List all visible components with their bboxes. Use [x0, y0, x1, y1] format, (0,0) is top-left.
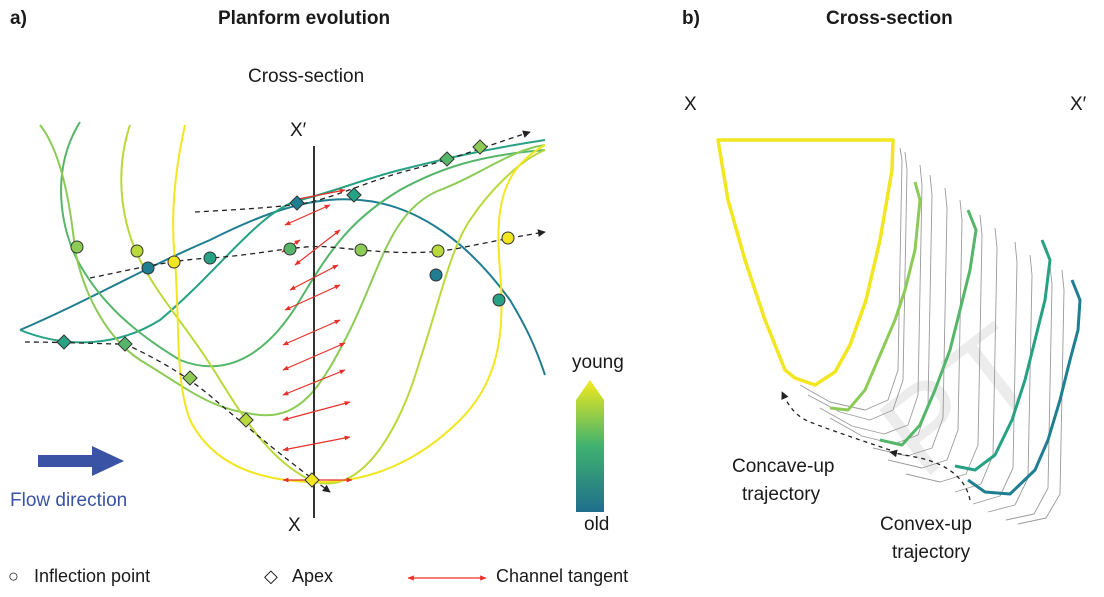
apex-point	[117, 336, 133, 352]
apex-points	[56, 139, 488, 488]
inflection-point	[130, 244, 144, 258]
inflection-point	[167, 255, 181, 269]
concave-up-trajectory	[781, 391, 891, 451]
legend-apex-label: Apex	[292, 566, 334, 586]
inflection-point	[431, 244, 445, 258]
channel-tangents	[281, 188, 353, 483]
x-prime-marker: X′	[290, 120, 307, 141]
concave-label-line2: trajectory	[742, 484, 821, 505]
centerline-light-green	[39, 124, 546, 417]
centerline-oldest	[19, 198, 546, 376]
inflection-point	[70, 240, 84, 254]
cross-section-label: Cross-section	[248, 66, 365, 87]
apex-point	[472, 139, 488, 155]
apex-point	[182, 370, 198, 386]
apex-point	[346, 187, 362, 203]
apex-point	[238, 412, 254, 428]
profile-light-green	[829, 181, 922, 412]
inflection-point	[501, 231, 515, 245]
profile-teal	[954, 239, 1052, 472]
convex-label-line2: trajectory	[892, 542, 971, 563]
profile-green	[879, 209, 978, 447]
convex-label-line1: Convex-up	[880, 514, 972, 535]
legend-inflection-label: Inflection point	[34, 566, 151, 586]
flow-direction-arrow	[38, 446, 124, 476]
upper-apex-trajectory	[194, 130, 531, 213]
trajectory-lines	[24, 130, 546, 493]
panel-b-x-prime-marker: X′	[1070, 94, 1087, 115]
profile-youngest	[716, 138, 895, 387]
intermediate-profiles	[799, 147, 1065, 525]
centerline-teal	[19, 139, 546, 344]
concave-label-line1: Concave-up	[732, 456, 835, 477]
inflection-point	[429, 268, 443, 282]
inflection-point	[492, 293, 506, 307]
apex-point	[304, 472, 320, 488]
panel-b-label: b)	[682, 8, 700, 29]
convex-up-trajectory	[889, 449, 971, 501]
panel-b-title: Cross-section	[826, 8, 953, 29]
cross-section-trajectories	[781, 391, 971, 501]
time-colorbar	[576, 380, 604, 512]
legend-apex-symbol: ◇	[264, 566, 278, 586]
panel-b-x-marker: X	[684, 94, 697, 115]
inflection-point	[141, 261, 155, 275]
legend-inflection-symbol: ○	[8, 566, 19, 586]
panel-a-label: a)	[10, 8, 27, 29]
inflection-point	[354, 243, 368, 257]
apex-point	[439, 151, 455, 167]
inflection-point	[203, 251, 217, 265]
colorbar-old-label: old	[584, 514, 610, 535]
panel-a-title: Planform evolution	[218, 8, 391, 29]
apex-point	[56, 334, 72, 350]
legend-tangent-label: Channel tangent	[496, 566, 629, 586]
inflection-points	[70, 231, 515, 307]
x-marker: X	[288, 515, 301, 536]
centerline-youngest	[172, 124, 546, 484]
cross-section-stack	[716, 138, 1082, 525]
flow-direction-label: Flow direction	[10, 490, 128, 511]
inflection-point	[283, 242, 297, 256]
lower-apex-trajectory	[24, 341, 331, 493]
centerline-yellow-green	[120, 124, 546, 485]
apex-point	[289, 195, 305, 211]
channel-centerlines	[19, 121, 546, 485]
profile-oldest	[967, 279, 1082, 496]
colorbar-young-label: young	[572, 352, 624, 373]
